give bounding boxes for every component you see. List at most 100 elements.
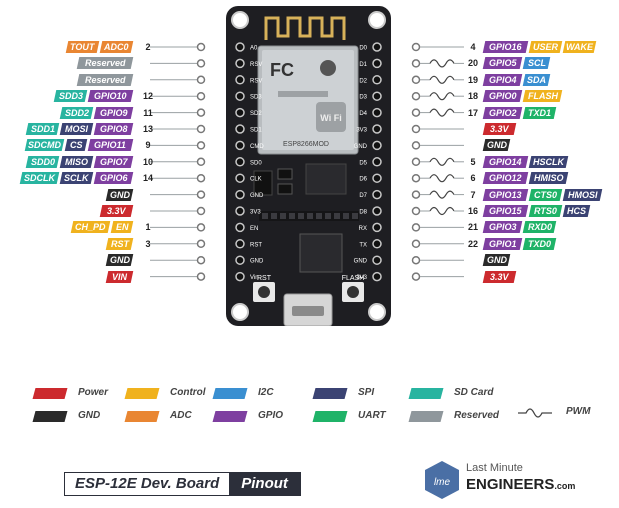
pin-number-left: 3 (145, 238, 151, 249)
pin-label-left-text: SDD0 (30, 156, 55, 167)
module-brand: ESP8266MOD (283, 141, 329, 148)
pin-label-right: GPIO1 (482, 237, 523, 250)
pin-label-right-text: GPIO2 (488, 107, 517, 118)
pin-label-left: GPIO6 (93, 172, 134, 185)
pin-label-right-text: GND (486, 255, 507, 266)
pwm-wave-icon (429, 108, 455, 117)
pin-label-left: ADC0 (99, 41, 134, 53)
pin-label-left-text: 3.3V (107, 206, 126, 216)
pin-label-left: RST (105, 237, 134, 250)
pin-label-right: GPIO16 (482, 41, 529, 53)
pin-pad-left (196, 173, 206, 183)
pin-label-right: 3.3V (482, 123, 517, 135)
pin-number-left: 14 (142, 173, 153, 184)
pin-number-right: 22 (467, 238, 478, 249)
pin-label-right: 3.3V (482, 270, 517, 283)
pin-pad-right (411, 190, 421, 199)
pin-label-left-text: SCLK (64, 173, 89, 184)
pin-label-left-text: ADC0 (104, 42, 129, 52)
board-silk-right: D6 (359, 177, 367, 183)
dip-pad (271, 213, 277, 219)
pin-number-right: 4 (470, 42, 476, 52)
pin-label-left-text: GPIO11 (94, 140, 127, 151)
board-silk-right: D5 (359, 160, 367, 166)
pin-label-right-text: USER (532, 42, 558, 52)
board-pin-right (372, 271, 382, 282)
pin-pad-right (411, 59, 421, 68)
pin-number-left: 1 (145, 222, 151, 233)
legend-swatch (408, 411, 444, 422)
pin-number-right: 5 (470, 156, 476, 167)
pin-pad-right (411, 173, 421, 183)
pin-pad-right (411, 108, 421, 117)
pin-label-left: TOUT (65, 41, 100, 53)
pin-label-right: TXD0 (522, 237, 557, 250)
pin-label-right-text: GPIO5 (488, 58, 517, 69)
pin-label-right: SDA (522, 73, 551, 86)
legend-label: I2C (258, 387, 274, 398)
pin-pad-right (411, 91, 421, 101)
pin-label-right-text: HMISO (533, 173, 564, 184)
pwm-wave-icon (429, 174, 455, 183)
pin-label-right: GPIO2 (482, 106, 523, 119)
pin-number-right (466, 123, 480, 135)
board-silk-right: D0 (359, 46, 367, 52)
pin-pad-left (196, 75, 206, 85)
pin-label-right-text: TXD0 (528, 238, 552, 249)
pin-number-right: 16 (467, 206, 478, 216)
pin-number-right: 17 (467, 107, 478, 118)
pin-label-left: EN (110, 221, 134, 234)
dip-pad (334, 213, 340, 219)
pin-number-left: 13 (142, 124, 153, 134)
board-pin-left (235, 107, 245, 118)
pin-label-right-text: HCS (567, 206, 587, 216)
pin-label-right: GPIO12 (482, 172, 529, 185)
pin-pad-left (196, 59, 206, 68)
pin-number-right (466, 254, 480, 266)
board-pin-left (235, 157, 245, 167)
pin-label-left-text: GPIO10 (94, 91, 127, 102)
board-pin-left (235, 271, 245, 282)
pin-number-right (466, 139, 480, 151)
legend-label: SPI (358, 387, 375, 398)
pin-label-right-text: HMOSI (567, 189, 598, 200)
board-silk-left: 3V3 (250, 210, 261, 216)
pin-label-left: SDCLK (19, 172, 60, 185)
pin-number-left: 12 (142, 91, 153, 102)
pin-number-left (141, 189, 155, 201)
pin-number-right (466, 271, 480, 283)
wifi-logo: Wi Fi (320, 113, 341, 123)
pin-pad-left (196, 42, 206, 52)
board-pin-right (372, 222, 382, 233)
pin-pad-right (411, 157, 421, 167)
pwm-wave-icon (429, 75, 455, 84)
board-silk-right: 3V3 (356, 275, 367, 281)
board-silk-right: D8 (359, 210, 367, 216)
dip-pad (298, 213, 304, 219)
pin-label-left: MOSI (59, 123, 94, 135)
board-pin-left (235, 255, 245, 265)
pin-number-right: 7 (470, 189, 476, 200)
legend-label: Power (78, 387, 109, 398)
pin-label-right-text: GND (486, 140, 507, 151)
pin-pad-left (196, 190, 206, 199)
pin-pad-right (411, 272, 421, 281)
board-pin-right (372, 157, 382, 167)
pin-label-left: MISO (59, 155, 94, 168)
pin-label-right-text: SCL (527, 58, 546, 69)
pin-label-right: GND (482, 254, 511, 267)
pin-label-left-text: MOSI (64, 124, 88, 134)
pin-number-left: 2 (145, 42, 151, 52)
board-silk-left: A0 (250, 46, 258, 52)
pin-label-right-text: GPIO13 (489, 189, 522, 200)
pin-label-left-text: GPIO6 (99, 173, 128, 184)
pin-label-left-text: CS (69, 140, 83, 151)
board-silk-right: D7 (359, 193, 367, 199)
pin-label-right-text: GPIO1 (488, 238, 517, 249)
brand-name-bottom: ENGINEERS.com (466, 476, 575, 493)
board-pin-left (235, 42, 245, 52)
pin-label-left: SDCMD (24, 139, 65, 152)
pin-pad-left (196, 239, 206, 249)
pin-label-left-text: EN (115, 222, 129, 233)
legend-pwm-icon (518, 408, 552, 418)
